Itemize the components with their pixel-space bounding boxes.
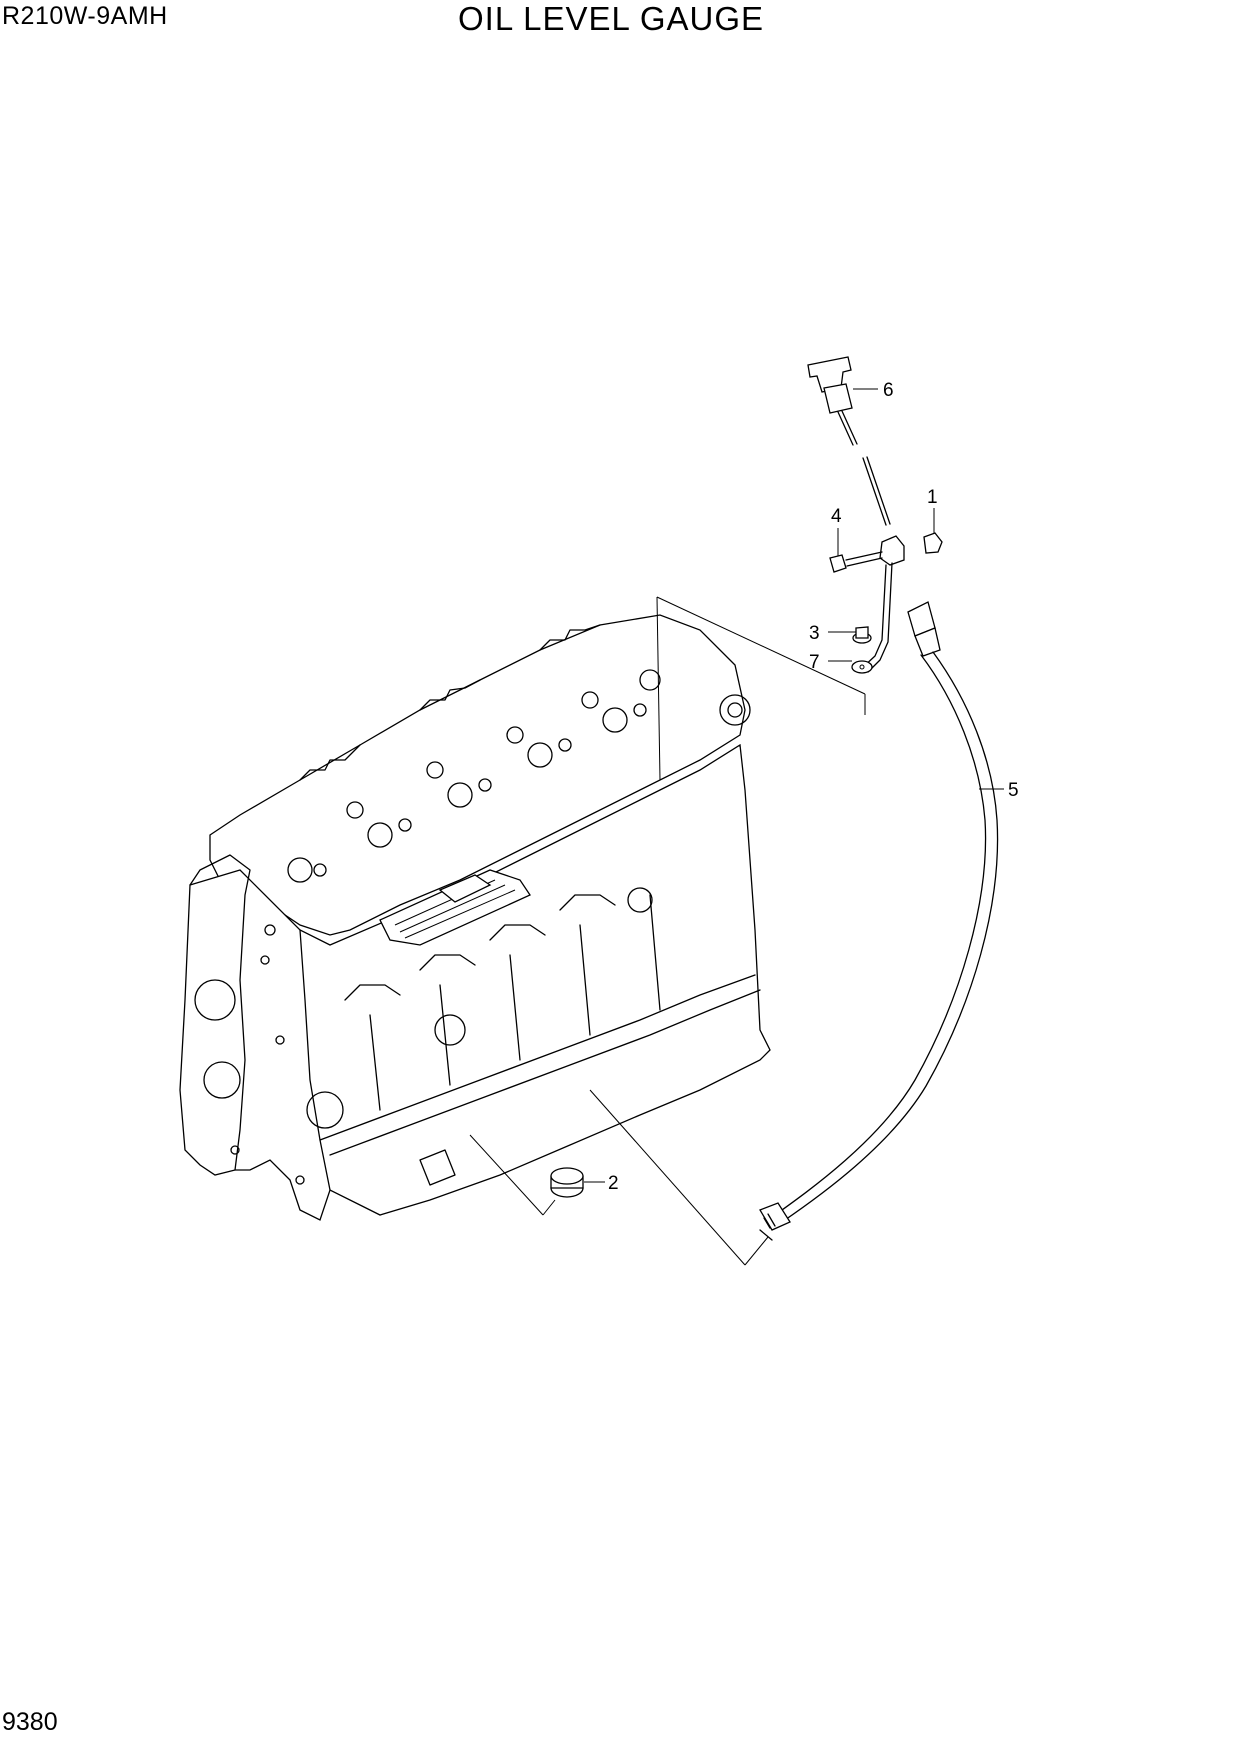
- callout-3: 3: [809, 623, 856, 644]
- callout-label-3: 3: [809, 623, 820, 644]
- callout-5: 5: [979, 780, 1019, 801]
- callout-label-7: 7: [809, 652, 820, 673]
- dipstick-part-6: [807, 356, 891, 526]
- callout-2: 2: [584, 1173, 619, 1194]
- callout-label-5: 5: [1008, 780, 1019, 801]
- washer-nut-part-3: [852, 626, 872, 644]
- page-number: 9380: [2, 1708, 58, 1736]
- callout-6: 6: [853, 380, 894, 401]
- nut-part-1: [923, 532, 943, 554]
- model-code: R210W-9AMH: [2, 2, 168, 30]
- callout-label-1: 1: [927, 487, 938, 508]
- callout-7: 7: [809, 652, 852, 673]
- bolt-part-4: [829, 551, 883, 573]
- callout-label-2: 2: [608, 1173, 619, 1194]
- page-title: OIL LEVEL GAUGE: [458, 0, 765, 37]
- bracket-part-7: [851, 535, 905, 674]
- callout-1: 1: [927, 487, 938, 533]
- oil-plug-part-2: [550, 1167, 584, 1198]
- callout-4: 4: [831, 506, 842, 556]
- reference-leader-lines: [469, 596, 866, 1266]
- guide-tube-part-5: [759, 601, 999, 1241]
- callout-label-4: 4: [831, 506, 842, 527]
- callout-label-6: 6: [883, 380, 894, 401]
- engine-block-drawing: [179, 614, 771, 1221]
